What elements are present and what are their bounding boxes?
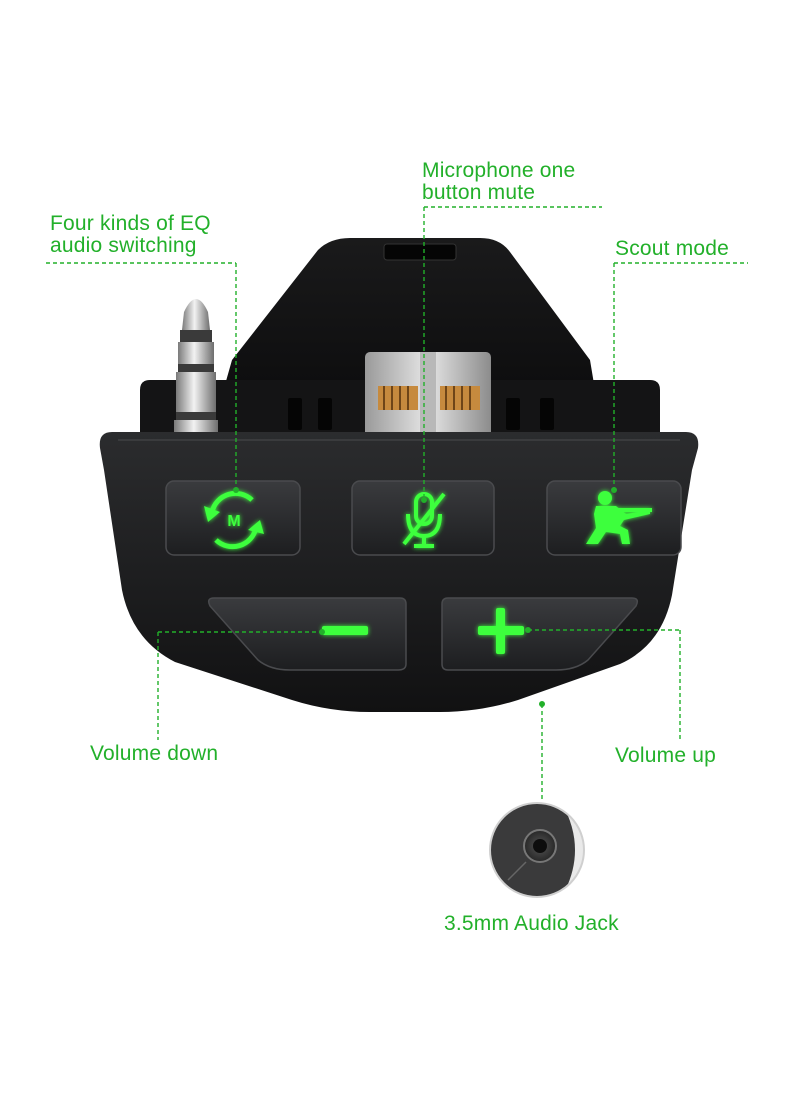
label-eq-line2: audio switching [50, 234, 197, 257]
label-mic-mute: Microphone one button mute [422, 160, 575, 204]
label-audio-jack: 3.5mm Audio Jack [444, 913, 619, 935]
label-audio-jack-text: 3.5mm Audio Jack [444, 912, 619, 935]
audio-plug [174, 299, 218, 444]
audio-jack-detail [489, 802, 585, 898]
callout-dots [233, 487, 617, 707]
volume-down-button[interactable] [207, 597, 407, 671]
mic-muted-icon [402, 492, 446, 548]
label-volume-up-text: Volume up [615, 744, 717, 767]
eq-cycle-icon: M [204, 490, 264, 550]
label-scout-text: Scout mode [615, 237, 730, 260]
label-mic-line1: Microphone one [422, 159, 576, 182]
eq-glyph: M [227, 513, 240, 530]
soldier-icon [586, 491, 652, 544]
vent-slots [288, 398, 554, 430]
label-volume-down: Volume down [90, 743, 218, 765]
label-scout-mode: Scout mode [615, 238, 729, 260]
label-volume-down-text: Volume down [90, 742, 219, 765]
volume-up-button[interactable] [441, 597, 639, 671]
device-top-housing [215, 238, 600, 420]
top-slot [383, 243, 457, 261]
usb-connector [365, 352, 491, 444]
label-eq-line1: Four kinds of EQ [50, 212, 211, 235]
eq-button[interactable] [165, 480, 301, 556]
callout-lines [46, 206, 748, 800]
label-mic-line2: button mute [422, 181, 536, 204]
plus-icon [478, 608, 524, 654]
label-volume-up: Volume up [615, 745, 716, 767]
minus-icon [322, 626, 368, 635]
label-eq-switching: Four kinds of EQ audio switching [50, 213, 211, 257]
